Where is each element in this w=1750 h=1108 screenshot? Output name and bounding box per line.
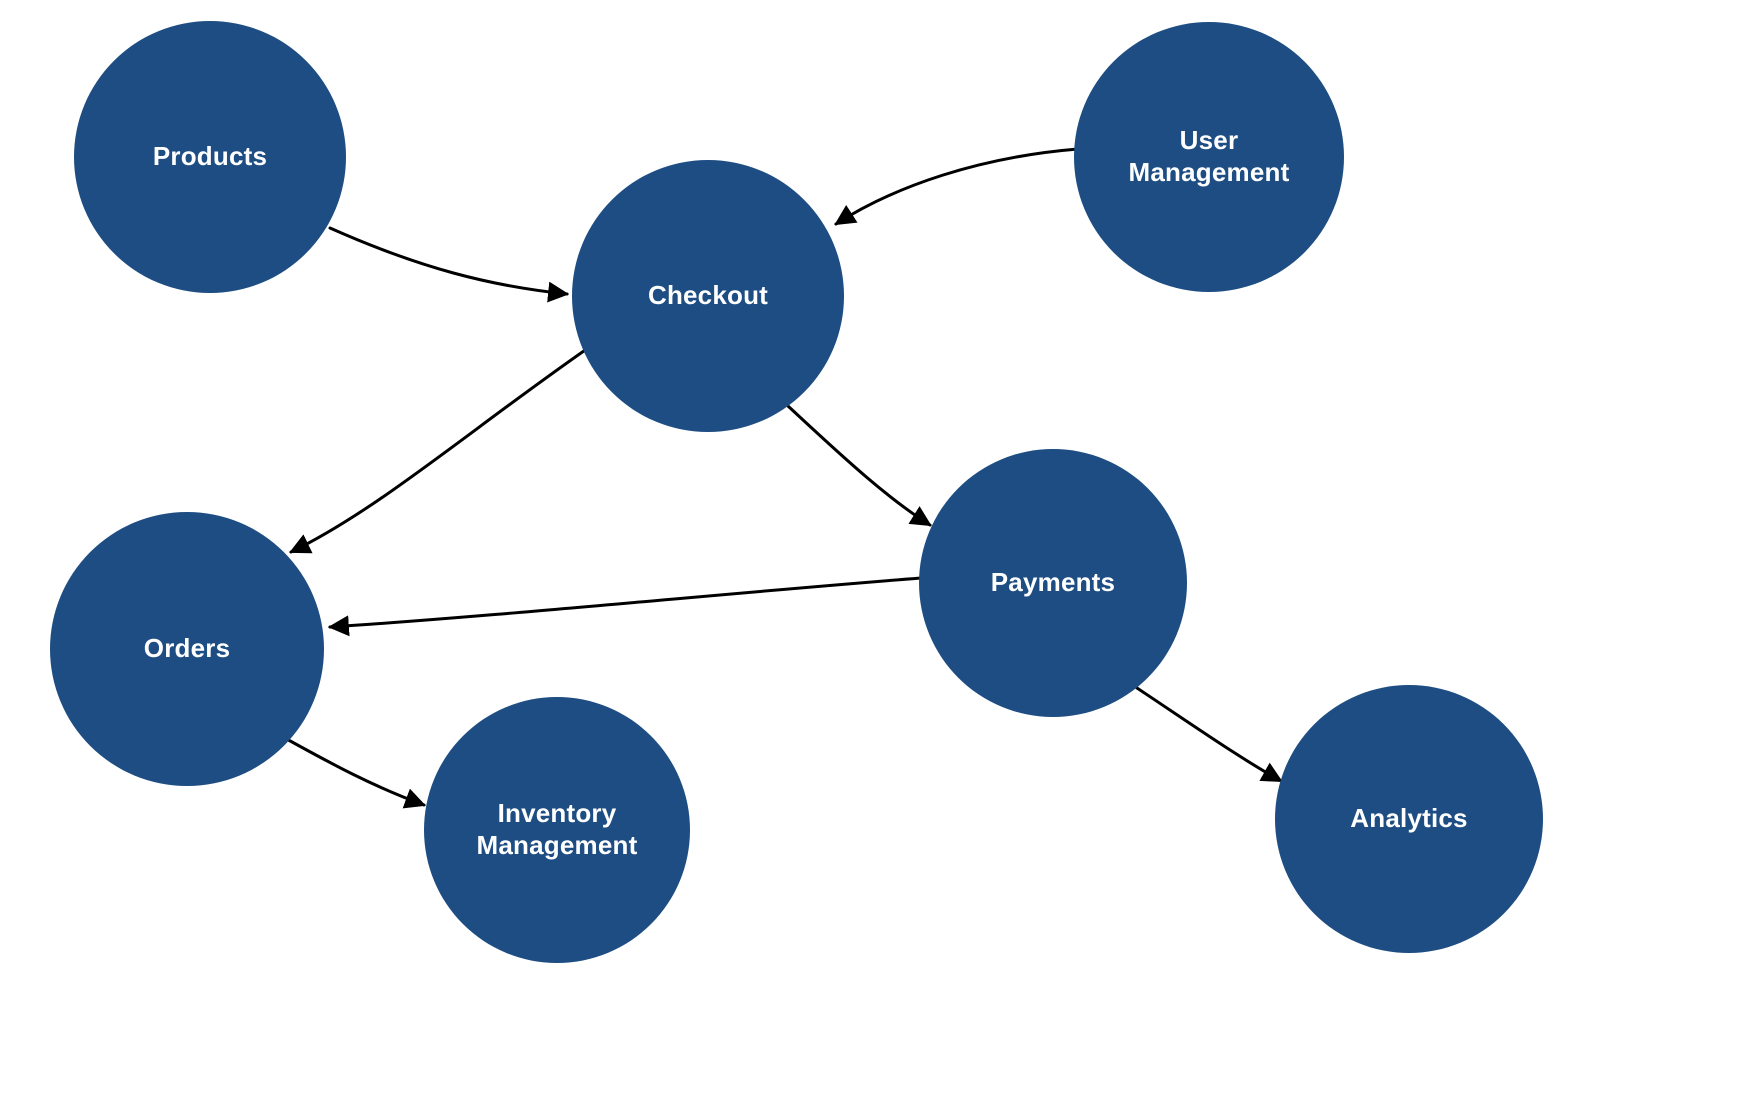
node-label-orders: Orders (143, 633, 231, 664)
node-orders[interactable]: Orders (50, 512, 324, 786)
node-inventory-management[interactable]: Inventory Management (424, 697, 690, 963)
node-products[interactable]: Products (74, 21, 346, 293)
edge-user-management-to-checkout (834, 147, 1080, 226)
edge-checkout-to-orders (289, 344, 593, 554)
node-payments[interactable]: Payments (919, 449, 1187, 717)
node-label-products: Products (152, 141, 268, 172)
edge-products-to-checkout (328, 226, 570, 303)
node-user-management[interactable]: User Management (1074, 22, 1344, 292)
node-label-user-management: User Management (1128, 125, 1290, 187)
edge-checkout-to-payments (786, 404, 932, 527)
edge-payments-to-analytics (1135, 686, 1283, 783)
edge-payments-to-orders (327, 576, 923, 637)
node-label-analytics: Analytics (1350, 803, 1468, 834)
node-analytics[interactable]: Analytics (1275, 685, 1543, 953)
node-label-checkout: Checkout (647, 280, 769, 311)
node-checkout[interactable]: Checkout (572, 160, 844, 432)
node-label-payments: Payments (990, 567, 1116, 598)
node-label-inventory-management: Inventory Management (476, 798, 638, 860)
edge-orders-to-inventory-management (281, 735, 426, 809)
